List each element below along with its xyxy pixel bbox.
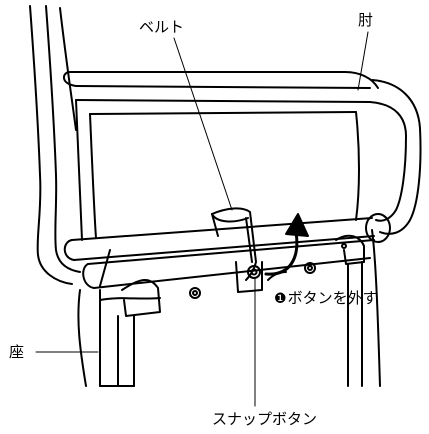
front-crossbar (65, 214, 390, 288)
step-number: ❶ (274, 291, 287, 307)
armrest-frame (64, 72, 421, 240)
unsnap-arrow (266, 214, 308, 280)
rivet-holes (190, 244, 346, 298)
belt-label: ベルト (139, 18, 185, 36)
leader-lines (36, 32, 368, 406)
step-instruction: ❶ボタンを外す (274, 289, 378, 307)
snap-button (248, 266, 260, 278)
left-side-frame (30, 6, 80, 284)
armrest-label: 肘 (358, 11, 374, 29)
seat-frame (78, 230, 380, 386)
belt (212, 208, 262, 292)
snap-button-label: スナップボタン (212, 410, 318, 428)
seat-label: 座 (9, 343, 25, 361)
step-text: ボタンを外す (287, 289, 378, 307)
